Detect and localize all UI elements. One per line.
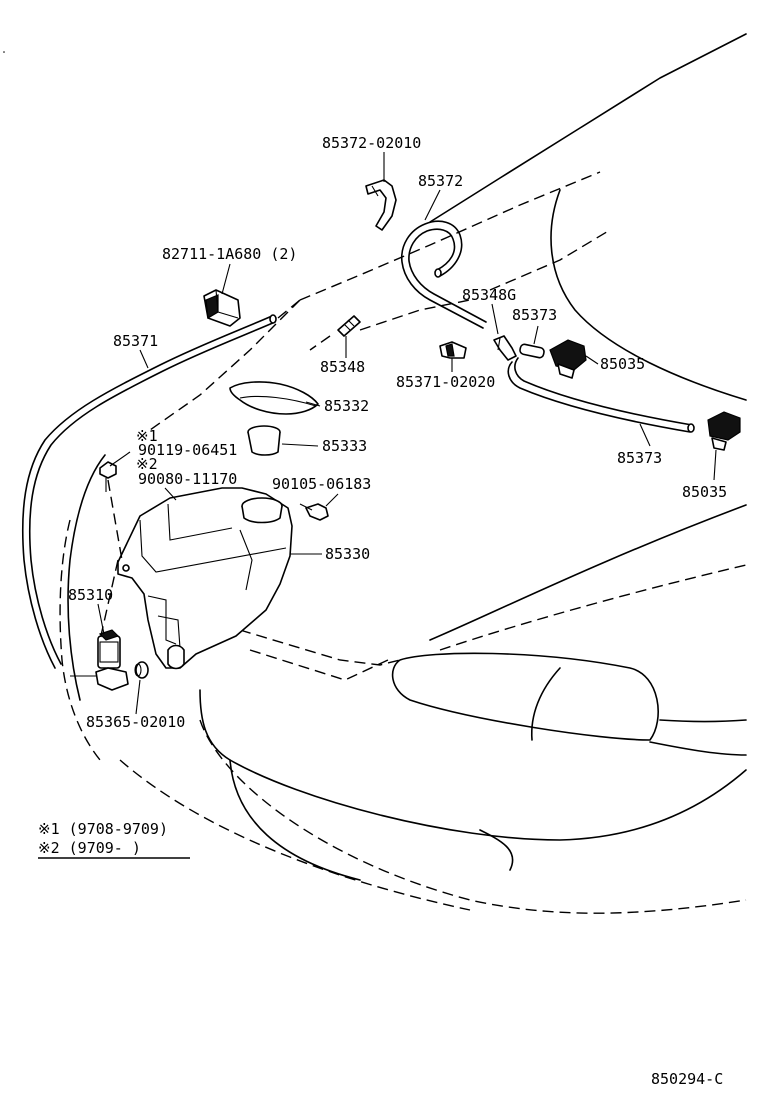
- legend-note-1: ※1 (9708-9709): [38, 820, 168, 838]
- joint-85348: [309, 315, 361, 351]
- bolt-90119: [99, 461, 117, 492]
- clip-85371-02020: [439, 341, 467, 359]
- vehicle-body-outline: [3, 33, 747, 914]
- diagram-code: 850294-C: [651, 1070, 723, 1088]
- label-85371-02020: 85371-02020: [396, 373, 495, 391]
- label-85035-lower: 85035: [682, 483, 727, 501]
- label-85372: 85372: [418, 172, 463, 190]
- label-90105: 90105-06183: [272, 475, 371, 493]
- label-82711: 82711-1A680 (2): [162, 245, 297, 263]
- screw-90105: [299, 503, 329, 521]
- label-85373-lower: 85373: [617, 449, 662, 467]
- label-85332: 85332: [324, 397, 369, 415]
- clamp-82711: [203, 289, 241, 327]
- label-mark2: ※2: [136, 455, 158, 473]
- legend-note-2: ※2 (9709- ): [38, 839, 141, 857]
- filler-neck-85333: [247, 425, 281, 456]
- label-85365: 85365-02010: [86, 713, 185, 731]
- pump-85310: [70, 629, 129, 691]
- joint-85348G: [493, 335, 517, 361]
- legend: ※1 (9708-9709) ※2 (9709- ): [38, 820, 190, 859]
- clip-85372-02010: [365, 179, 397, 231]
- hose-85372: [400, 220, 487, 329]
- nozzle-85035-upper: [549, 339, 587, 379]
- label-90119: 90119-06451: [138, 441, 237, 459]
- leader-lines: [97, 152, 717, 715]
- cap-85332: [229, 381, 319, 415]
- label-90080: 90080-11170: [138, 470, 237, 488]
- label-85330: 85330: [325, 545, 370, 563]
- label-85373-upper: 85373: [512, 306, 557, 324]
- label-85333: 85333: [322, 437, 367, 455]
- label-85372-02010: 85372-02010: [322, 134, 421, 152]
- label-85310: 85310: [68, 586, 113, 604]
- nozzle-85035-lower: [707, 411, 741, 451]
- label-85348G: 85348G: [462, 286, 516, 304]
- part-labels: 85372-02010 85372 82711-1A680 (2) 85348G…: [68, 134, 727, 731]
- tank-85330: [117, 487, 293, 670]
- label-85371: 85371: [113, 332, 158, 350]
- label-mark1: ※1: [136, 427, 158, 445]
- hose-85371: [21, 299, 301, 669]
- grommet-85365: [134, 661, 149, 679]
- label-85348: 85348: [320, 358, 365, 376]
- hose-85373: [507, 343, 695, 433]
- label-85035-upper: 85035: [600, 355, 645, 373]
